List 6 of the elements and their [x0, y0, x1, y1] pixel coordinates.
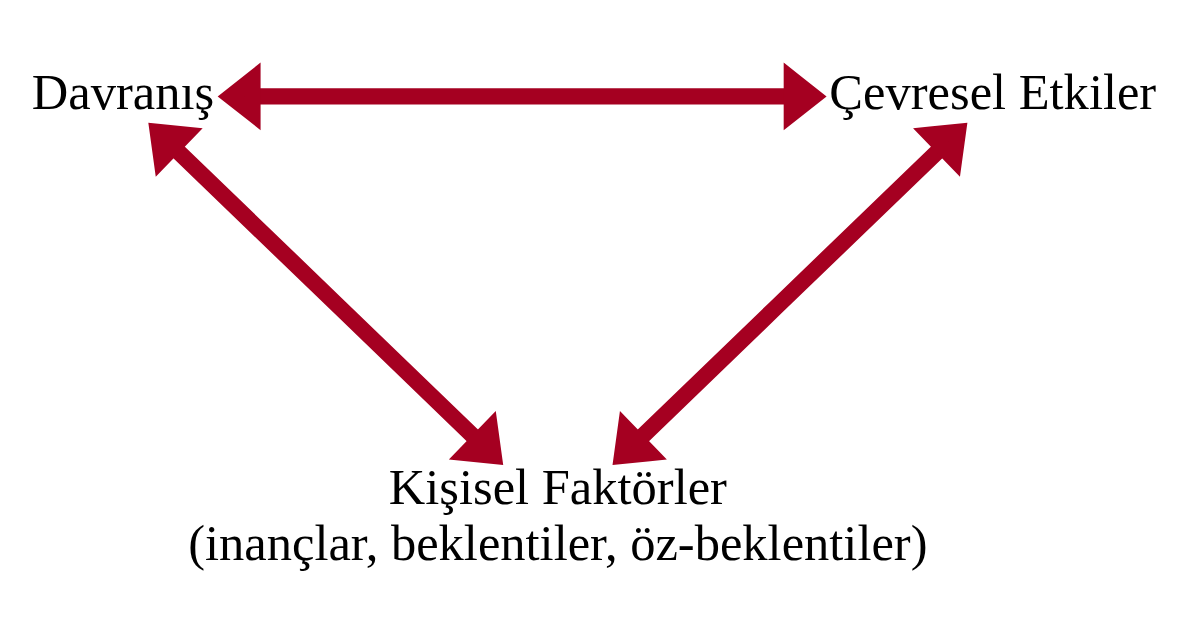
node-text: Kişisel Faktörler (inançlar, beklentiler, öz-beklentiler): [188, 458, 928, 571]
arrow: [148, 122, 504, 465]
arrow: [612, 122, 968, 465]
node-text: Davranış: [31, 63, 215, 120]
arrow: [217, 62, 827, 130]
node-text: Çevresel Etkiler: [829, 63, 1157, 120]
